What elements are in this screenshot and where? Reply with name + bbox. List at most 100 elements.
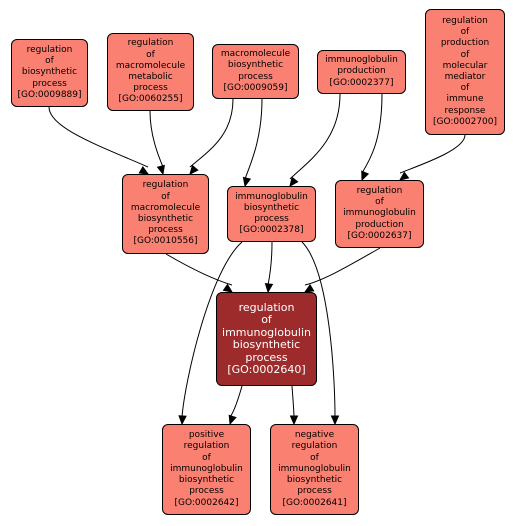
node-label-line: immunoglobulin [325,55,398,66]
arrowhead [178,415,187,426]
node-label-line: process [189,486,224,497]
node-label-line: negative [294,430,335,441]
node-label-line: of [261,313,272,326]
node-label-line: macromolecule [115,60,186,71]
node-label-line: regulation [356,185,403,196]
node-label-line: positive [188,430,225,441]
node-label-line: biosynthetic [243,202,300,213]
node-label-line: production [440,38,490,49]
node-go-id: [GO:0009059] [223,82,288,93]
node-label-line: process [32,78,67,89]
node-label-line: of [146,49,155,60]
node-label-line: of [460,49,470,60]
arrowhead [289,415,299,426]
arrowhead [289,176,299,187]
edge-n60255-to-n10556 [149,110,164,168]
edge-n2637-to-n2640 [304,247,381,286]
node-label-line: biosynthetic [227,60,284,71]
arrowhead [228,414,237,426]
node-label-line: response [444,105,486,116]
node-go-id: [GO:0002637] [347,230,412,241]
arrowhead [303,283,315,293]
arrowhead [222,283,234,293]
arrowhead [330,415,340,426]
node-go-id: [GO:0002642] [174,497,239,508]
edge-n2377-to-n2637 [361,93,383,174]
node-label-line: regulation [142,180,189,191]
node-label-line: process [238,71,273,82]
arrowhead [138,166,150,175]
edge-n9059-to-n2378 [244,98,263,180]
node-go-id: [GO:0002641] [282,497,347,508]
node-label-line: molecular [442,60,488,71]
node-label-line: of [460,83,470,94]
node-label-line: regulation [291,441,338,452]
node-label-line: process [133,83,168,94]
edge-n2640-to-n2641 [291,385,295,418]
node-label-line: biosynthetic [178,475,235,486]
edge-n2378-to-n2642 [181,241,243,418]
node-label-line: macromolecule [130,202,201,213]
arrowhead [399,171,410,181]
node-label-line: process [297,486,332,497]
node-label-line: immunoglobulin [222,325,311,339]
node-label-line: production [337,66,386,77]
node-label-line: mediator [444,72,486,82]
node-label-line: immune [446,94,484,105]
edge-n2378-to-n2641 [301,241,336,418]
node-go-id: [GO:0002640] [227,363,306,376]
node-label-line: regulation [442,15,488,26]
node-label-line: of [161,191,170,202]
arrowhead [264,283,274,294]
node-label-line: process [148,225,183,236]
node-label-line: process [245,350,288,364]
node-go-id: [GO:0002378] [239,225,304,236]
node-label-line: regulation [26,44,73,55]
node-label-line: process [254,214,289,224]
node-label-line: immunoglobulin [278,463,351,474]
node-label-line: regulation [127,38,174,49]
node-label-line: metabolic [128,72,173,82]
node-label-line: regulation [183,441,230,452]
edge-n2378-to-n2640 [267,241,273,286]
node-label-line: biosynthetic [286,475,343,486]
node-label-line: immunoglobulin [235,191,308,202]
edge-n2700-to-n2637 [399,134,466,174]
edge-n2640-to-n2642 [229,385,243,418]
node-label-line: production [355,219,404,230]
node-go-id: [GO:0009889] [17,89,82,100]
node-label-line: biosynthetic [137,214,194,224]
node-label-line: regulation [238,300,295,314]
node-label-line: of [310,452,319,463]
node-label-line: biosynthetic [21,67,78,78]
node-go-id: [GO:0002377] [329,77,394,88]
node-go-id: [GO:0060255] [118,94,183,105]
edge-n9889-to-n10556 [48,106,149,168]
node-go-id: [GO:0010556] [133,236,198,247]
node-label-line: of [460,27,470,38]
arrowhead [242,176,252,188]
arrowhead [189,164,199,175]
edge-n2377-to-n2378 [289,93,341,180]
node-label-line: biosynthetic [232,338,301,351]
arrowhead [361,170,370,182]
arrowhead [156,164,165,176]
node-label-line: of [375,197,384,208]
node-go-id: [GO:0002700] [432,116,498,127]
edge-n9059-to-n10556 [189,98,234,168]
node-label-line: macromolecule [220,49,291,60]
node-label-line: of [45,56,54,67]
